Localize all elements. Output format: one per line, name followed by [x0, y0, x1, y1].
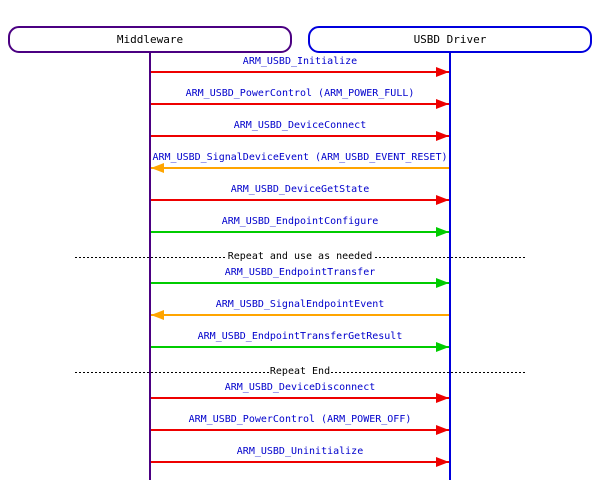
message-line: [151, 397, 449, 399]
arrowhead-right-icon: [436, 342, 449, 352]
message-label: ARM_USBD_SignalDeviceEvent (ARM_USBD_EVE…: [152, 152, 448, 163]
message-line: [151, 461, 449, 463]
arrowhead-right-icon: [436, 99, 449, 109]
participant-middleware-label: Middleware: [116, 33, 184, 46]
arrowhead-right-icon: [436, 195, 449, 205]
message-line: [151, 71, 449, 73]
message-label: ARM_USBD_Uninitialize: [236, 446, 364, 457]
arrowhead-left-icon: [151, 310, 164, 320]
arrowhead-right-icon: [436, 278, 449, 288]
message-line: [151, 231, 449, 233]
participant-box-middleware: Middleware: [8, 26, 292, 53]
arrowhead-right-icon: [436, 425, 449, 435]
arrowhead-right-icon: [436, 67, 449, 77]
message-line: [151, 314, 449, 316]
message-line: [151, 103, 449, 105]
arrowhead-left-icon: [151, 163, 164, 173]
arrowhead-right-icon: [436, 393, 449, 403]
message-line: [151, 135, 449, 137]
participant-usbd-driver-label: USBD Driver: [413, 33, 487, 46]
message-label: ARM_USBD_DeviceDisconnect: [224, 382, 376, 393]
message-label: ARM_USBD_PowerControl (ARM_POWER_OFF): [188, 414, 412, 425]
message-label: ARM_USBD_DeviceConnect: [233, 120, 367, 131]
lifeline-usbd-driver: [449, 51, 451, 480]
message-line: [151, 167, 449, 169]
message-label: ARM_USBD_DeviceGetState: [230, 184, 370, 195]
lifeline-middleware: [149, 51, 151, 480]
arrowhead-right-icon: [436, 457, 449, 467]
message-label: ARM_USBD_SignalEndpointEvent: [215, 299, 385, 310]
message-label: ARM_USBD_EndpointConfigure: [221, 216, 379, 227]
separator-label: Repeat End: [75, 365, 525, 379]
participant-box-usbd-driver: USBD Driver: [308, 26, 592, 53]
arrowhead-right-icon: [436, 131, 449, 141]
separator-label-text: Repeat and use as needed: [226, 251, 374, 262]
separator-label: Repeat and use as needed: [75, 250, 525, 264]
message-label: ARM_USBD_PowerControl (ARM_POWER_FULL): [185, 88, 415, 99]
message-line: [151, 346, 449, 348]
message-line: [151, 199, 449, 201]
arrowhead-right-icon: [436, 227, 449, 237]
separator-label-text: Repeat End: [268, 366, 332, 377]
message-label: ARM_USBD_EndpointTransferGetResult: [197, 331, 403, 342]
message-line: [151, 282, 449, 284]
message-label: ARM_USBD_Initialize: [242, 56, 358, 67]
message-line: [151, 429, 449, 431]
message-label: ARM_USBD_EndpointTransfer: [224, 267, 376, 278]
